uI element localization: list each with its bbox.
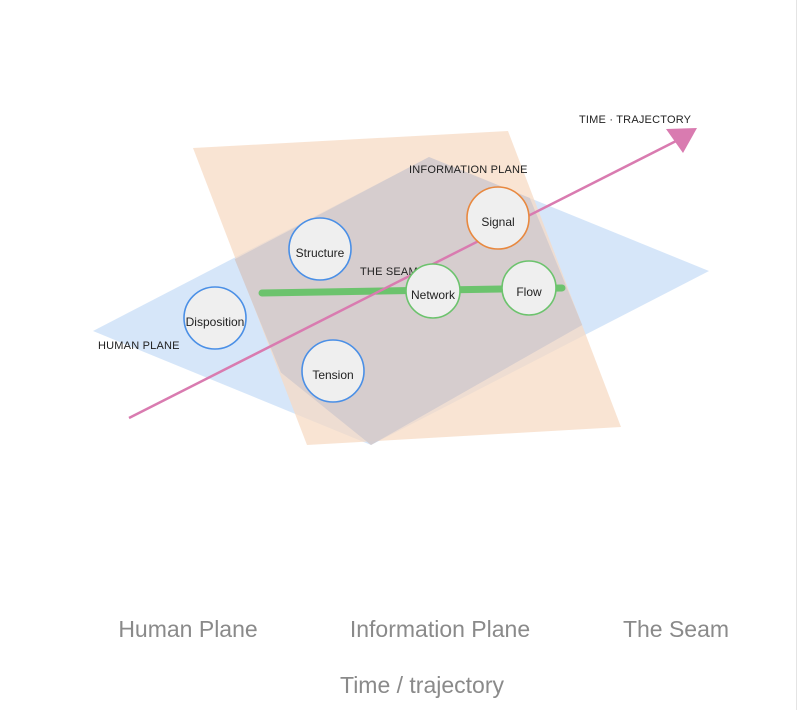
- node-tension[interactable]: Tension: [301, 339, 365, 403]
- node-disposition-label: Disposition: [186, 315, 245, 329]
- time-trajectory-arrowhead: [666, 128, 697, 153]
- node-disposition[interactable]: Disposition: [183, 286, 247, 350]
- planes-diagram: HUMAN PLANE INFORMATION PLANE THE SEAM T…: [93, 114, 709, 445]
- node-structure-label: Structure: [296, 246, 345, 260]
- information-plane-label: INFORMATION PLANE: [409, 164, 528, 176]
- legend-human-plane[interactable]: Human Plane: [118, 616, 258, 642]
- node-flow[interactable]: Flow: [501, 260, 557, 316]
- node-network[interactable]: Network: [405, 263, 461, 319]
- time-trajectory-line: [128, 135, 685, 420]
- node-signal-label: Signal: [481, 215, 514, 229]
- legend-information-plane[interactable]: Information Plane: [349, 616, 531, 642]
- node-tension-label: Tension: [312, 368, 353, 382]
- node-structure[interactable]: Structure: [288, 217, 352, 281]
- node-signal[interactable]: Signal: [466, 186, 530, 250]
- node-flow-label: Flow: [516, 285, 542, 299]
- legend-time-trajectory[interactable]: Time / trajectory: [339, 672, 505, 698]
- seam-label: THE SEAM: [360, 266, 418, 278]
- node-network-label: Network: [411, 288, 456, 302]
- human-plane-label: HUMAN PLANE: [98, 340, 180, 352]
- time-trajectory-label: TIME · TRAJECTORY: [579, 114, 692, 126]
- right-edge-divider: [796, 0, 797, 710]
- legend-the-seam[interactable]: The Seam: [622, 616, 730, 642]
